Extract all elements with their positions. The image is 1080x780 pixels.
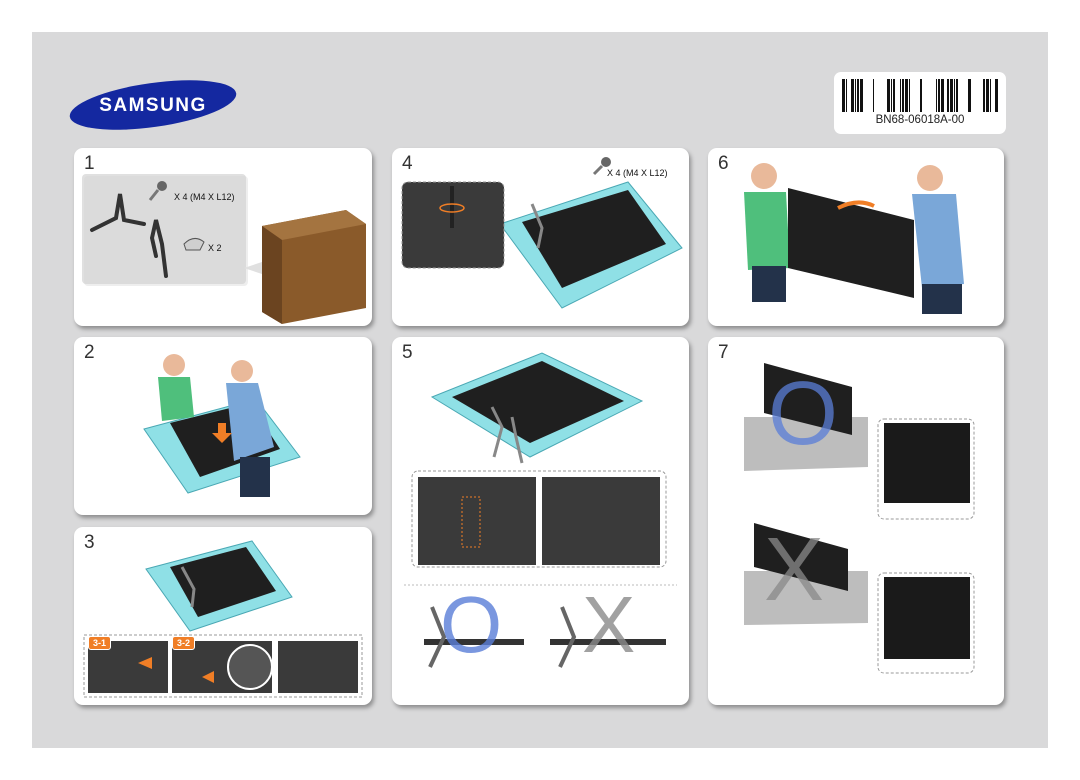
samsung-logo: SAMSUNG	[69, 80, 237, 130]
screw-quantity-label: X 4 (M4 X L12)	[174, 192, 235, 202]
correct-mark: O	[440, 580, 503, 669]
step-5-card: 5 O X	[392, 337, 689, 705]
barcode-bar	[983, 79, 985, 112]
step-6-card: 6	[708, 148, 1004, 326]
barcode-bar	[842, 79, 845, 112]
wrong-mark: X	[582, 580, 636, 669]
barcode-bar	[891, 79, 892, 112]
step-number: 6	[718, 153, 729, 174]
barcode-bar	[941, 79, 944, 112]
cover-quantity-label: X 2	[208, 243, 222, 253]
barcode-bar	[851, 79, 854, 112]
barcode-bar	[990, 79, 991, 112]
barcode-bar	[855, 79, 856, 112]
screw-icon	[592, 157, 611, 176]
step-4-illustration	[401, 157, 683, 309]
step-1-illustration	[82, 174, 366, 324]
barcode-bar	[956, 79, 958, 112]
wrong-mark: X	[764, 520, 825, 620]
barcode-bars	[842, 79, 998, 112]
barcode-bar	[846, 79, 847, 112]
barcode-bar	[900, 79, 901, 112]
step-7-card: 7 O X	[708, 337, 1004, 705]
barcode-bar	[860, 79, 863, 112]
step-number: 4	[402, 153, 413, 174]
substep-3-1-tag: 3-1	[88, 636, 112, 650]
barcode-bar	[954, 79, 955, 112]
barcode-bar	[857, 79, 859, 112]
step-2-illustration	[143, 354, 301, 497]
step-3-illustration	[83, 540, 363, 698]
step-7-illustration	[744, 363, 975, 674]
barcode-bar	[893, 79, 895, 112]
step-number: 2	[84, 342, 95, 363]
step-2-card: 2	[74, 337, 372, 515]
barcode-bar	[968, 79, 971, 112]
barcode-bar	[920, 79, 922, 112]
barcode-label: BN68-06018A-00	[834, 72, 1006, 134]
barcode-bar	[995, 79, 998, 112]
step-number: 7	[718, 342, 729, 363]
step-number: 1	[84, 153, 95, 174]
step-number: 3	[84, 532, 95, 553]
barcode-bar	[909, 79, 910, 112]
barcode-bar	[986, 79, 989, 112]
correct-mark: O	[768, 364, 839, 464]
barcode-bar	[947, 79, 949, 112]
step-1-card: 1 X 4 (M4 X L12) X 2	[74, 148, 372, 326]
barcode-bar	[938, 79, 940, 112]
barcode-bar	[950, 79, 953, 112]
barcode-bar	[873, 79, 874, 112]
step-3-card: 3 3-1 3-2	[74, 527, 372, 705]
barcode-bar	[902, 79, 904, 112]
step-4-card: 4 X 4 (M4 X L12)	[392, 148, 689, 326]
logo-text: SAMSUNG	[99, 95, 207, 116]
step-number: 5	[402, 342, 413, 363]
screw-quantity-label: X 4 (M4 X L12)	[607, 168, 668, 178]
barcode-number: BN68-06018A-00	[875, 114, 965, 126]
step-5-illustration	[404, 352, 677, 668]
step-6-illustration	[744, 163, 964, 314]
screw-icon	[148, 181, 167, 201]
substep-3-2-tag: 3-2	[172, 636, 196, 650]
barcode-bar	[905, 79, 908, 112]
barcode-bar	[936, 79, 937, 112]
barcode-bar	[887, 79, 890, 112]
